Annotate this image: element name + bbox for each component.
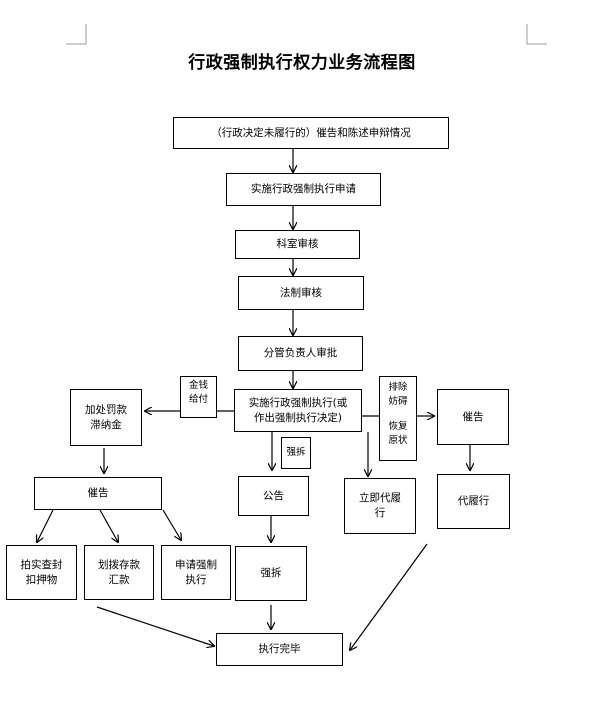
node-urge-left: 催告 [34, 477, 162, 510]
node-legal-review: 法制审核 [238, 276, 364, 310]
node-urge-and-defense: （行政决定未履行的）催告和陈述申辩情况 [173, 117, 449, 149]
arrow-urge-transfer [99, 509, 118, 542]
note-remove-restore: 排除 妨碍 恢复 原状 [379, 376, 417, 461]
arrow-urge-auction [37, 509, 54, 542]
node-announcement: 公告 [238, 476, 309, 516]
node-apply-enforcement: 申请强制 执行 [161, 545, 231, 600]
note-demolish-tag: 强拆 [281, 437, 311, 469]
node-enforcement-application: 实施行政强制执行申请 [226, 173, 381, 206]
arrow-urge-apply [162, 509, 181, 540]
node-late-fine: 加处罚款 滞纳金 [70, 389, 142, 446]
node-implement-enforcement: 实施行政强制执行(或 作出强制执行决定) [234, 389, 362, 432]
page-title: 行政强制执行权力业务流程图 [188, 53, 416, 73]
node-leader-approval: 分管负责人审批 [238, 336, 363, 371]
note-money-payment: 金钱 给付 [180, 376, 217, 418]
node-auction-seized: 拍实查封 扣押物 [6, 545, 77, 600]
arrow-right-done [350, 543, 428, 650]
node-immediate-proxy: 立即代履 行 [344, 478, 416, 534]
node-urge-right: 催告 [437, 389, 509, 445]
node-section-review: 科室审核 [235, 230, 360, 259]
node-transfer-deposit: 划拨存款 汇款 [84, 545, 154, 600]
node-demolition: 强拆 [235, 546, 307, 601]
node-proxy-performance: 代履行 [437, 474, 510, 529]
arrow-left-done [96, 606, 214, 646]
node-enforcement-complete: 执行完毕 [216, 633, 343, 666]
